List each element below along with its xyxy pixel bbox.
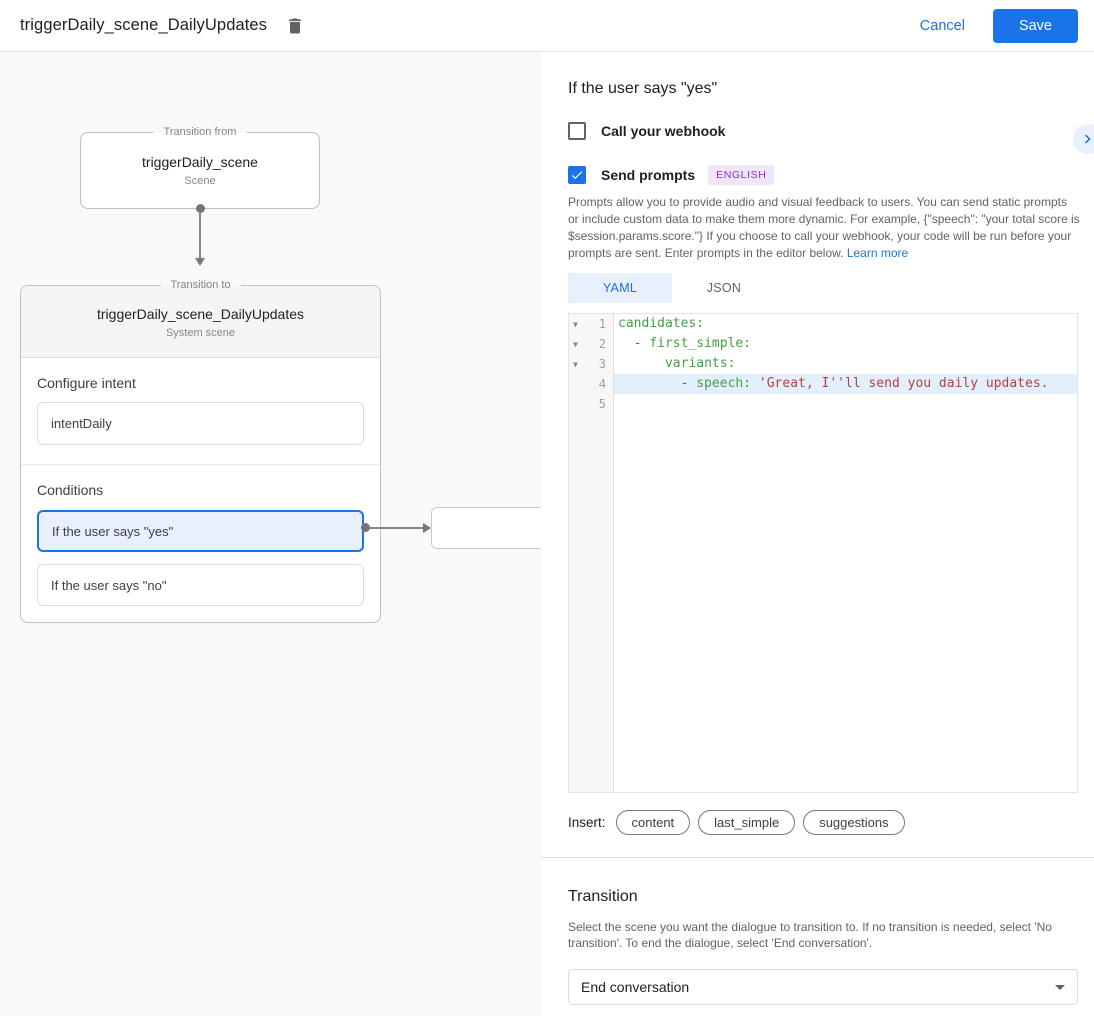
line-number: 2 [598, 337, 606, 351]
connector-line-vertical [199, 213, 201, 258]
connector-line-horizontal [369, 527, 423, 529]
chevron-right-icon [1079, 130, 1094, 148]
prompts-description-text: Prompts allow you to provide audio and v… [568, 195, 1080, 260]
editor-gutter: ▼1 [569, 314, 614, 334]
insert-pill-content[interactable]: content [615, 810, 691, 835]
editor-gutter: ▼3 [569, 354, 614, 374]
editor-gutter: ▼2 [569, 334, 614, 354]
editor-line-2: ▼2 - first_simple: [569, 334, 1077, 354]
connector-dot-condition [361, 523, 370, 532]
tab-json[interactable]: JSON [706, 281, 742, 295]
insert-pill-last_simple[interactable]: last_simple [698, 810, 796, 835]
code-token-plain [618, 356, 665, 371]
code-line-content [614, 394, 1077, 414]
trash-icon [285, 16, 305, 36]
line-number: 5 [598, 397, 606, 411]
connector-dot-top [196, 204, 205, 213]
line-number: 4 [598, 377, 606, 391]
save-button[interactable]: Save [992, 8, 1078, 43]
code-token-str: 'Great, I''ll send you daily updates. [758, 376, 1049, 391]
condition-title: If the user says "yes" [568, 80, 718, 97]
code-token-plain [751, 376, 759, 391]
transition-from-node[interactable]: Transition from triggerDaily_scene Scene [80, 125, 320, 209]
transition-to-title: triggerDaily_scene_DailyUpdates [97, 306, 304, 322]
delete-button[interactable] [283, 14, 307, 38]
code-line-content: - speech: 'Great, I''ll send you daily u… [614, 374, 1077, 394]
editor-line-3: ▼3 variants: [569, 354, 1077, 374]
condition-item-1[interactable]: If the user says "yes" [37, 510, 364, 552]
transition-description: Select the scene you want the dialogue t… [568, 920, 1052, 950]
top-bar: triggerDaily_scene_DailyUpdates Cancel S… [0, 0, 1094, 52]
code-token-key: first_simple: [649, 336, 752, 351]
transition-from-title: triggerDaily_scene [142, 154, 258, 170]
editor-line-4: 4 - speech: 'Great, I''ll send you daily… [569, 374, 1077, 394]
code-token-plain: - [618, 336, 650, 351]
editor-empty-area[interactable] [569, 414, 1077, 792]
intent-field[interactable]: intentDaily [37, 402, 364, 445]
configure-intent-label: Configure intent [37, 375, 136, 391]
arrow-right-icon [423, 523, 431, 533]
transition-section-title: Transition [568, 888, 638, 905]
editor-gutter [569, 414, 614, 792]
send-prompts-label: Send prompts [601, 167, 696, 183]
code-token-key: variants: [664, 356, 736, 371]
checkmark-icon [570, 168, 584, 182]
transition-to-header: triggerDaily_scene_DailyUpdates System s… [21, 286, 380, 358]
editor-line-5: 5 [569, 394, 1077, 414]
code-token-key: speech: [696, 376, 752, 391]
conditions-list: If the user says "yes" If the user says "… [37, 510, 364, 606]
send-prompts-checkbox[interactable] [568, 166, 586, 184]
code-line-content: - first_simple: [614, 334, 1077, 354]
editor-gutter: 5 [569, 394, 614, 414]
editor-format-tabs: YAML JSON [568, 273, 1078, 303]
transition-to-legend: Transition to [160, 278, 241, 293]
next-scene-node[interactable] [431, 507, 541, 549]
line-number: 3 [598, 357, 606, 371]
editor-gutter: 4 [569, 374, 614, 394]
insert-label: Insert: [568, 815, 606, 830]
transition-from-subtitle: Scene [184, 175, 216, 187]
condition-item-2[interactable]: If the user says "no" [37, 564, 364, 606]
configure-intent-section: Configure intent intentDaily [21, 358, 380, 465]
dropdown-caret-icon [1055, 984, 1065, 990]
insert-row: Insert: content last_simple suggestions [568, 810, 1078, 835]
transition-from-legend: Transition from [153, 125, 247, 140]
conditions-section: Conditions If the user says "yes"If the … [21, 465, 380, 625]
learn-more-link[interactable]: Learn more [846, 246, 909, 260]
cancel-button[interactable]: Cancel [919, 17, 965, 34]
conditions-label: Conditions [37, 482, 104, 498]
code-empty-space [614, 414, 1077, 792]
transition-to-subtitle: System scene [165, 327, 236, 339]
transition-select-value: End conversation [581, 979, 690, 995]
webhook-row: Call your webhook [568, 122, 1078, 140]
transition-select[interactable]: End conversation [568, 969, 1078, 1005]
fold-arrow-icon[interactable]: ▼ [573, 359, 578, 369]
tab-yaml[interactable]: YAML [568, 273, 672, 303]
page-title: triggerDaily_scene_DailyUpdates [20, 16, 268, 34]
language-badge: ENGLISH [708, 165, 775, 185]
webhook-checkbox[interactable] [568, 122, 586, 140]
collapse-panel-button[interactable] [1073, 124, 1094, 154]
line-number: 1 [598, 317, 606, 331]
send-prompts-row: Send prompts ENGLISH [568, 165, 1078, 185]
insert-pill-suggestions[interactable]: suggestions [803, 810, 905, 835]
prompts-description: Prompts allow you to provide audio and v… [568, 194, 1080, 262]
webhook-label: Call your webhook [601, 123, 726, 139]
condition-detail-panel: If the user says "yes" Call your webhook… [541, 52, 1094, 1016]
fold-arrow-icon[interactable]: ▼ [573, 339, 578, 349]
insert-pills: content last_simple suggestions [615, 810, 913, 835]
code-line-content: variants: [614, 354, 1077, 374]
arrow-down-icon [195, 258, 205, 266]
fold-arrow-icon[interactable]: ▼ [573, 319, 578, 329]
panel-divider [541, 857, 1094, 858]
code-token-plain: - [618, 376, 697, 391]
scene-diagram-canvas: Transition from triggerDaily_scene Scene… [0, 52, 541, 1016]
code-token-key: candidates: [618, 316, 705, 331]
transition-to-node[interactable]: Transition to triggerDaily_scene_DailyUp… [20, 278, 381, 625]
code-line-content: candidates: [614, 314, 1077, 334]
